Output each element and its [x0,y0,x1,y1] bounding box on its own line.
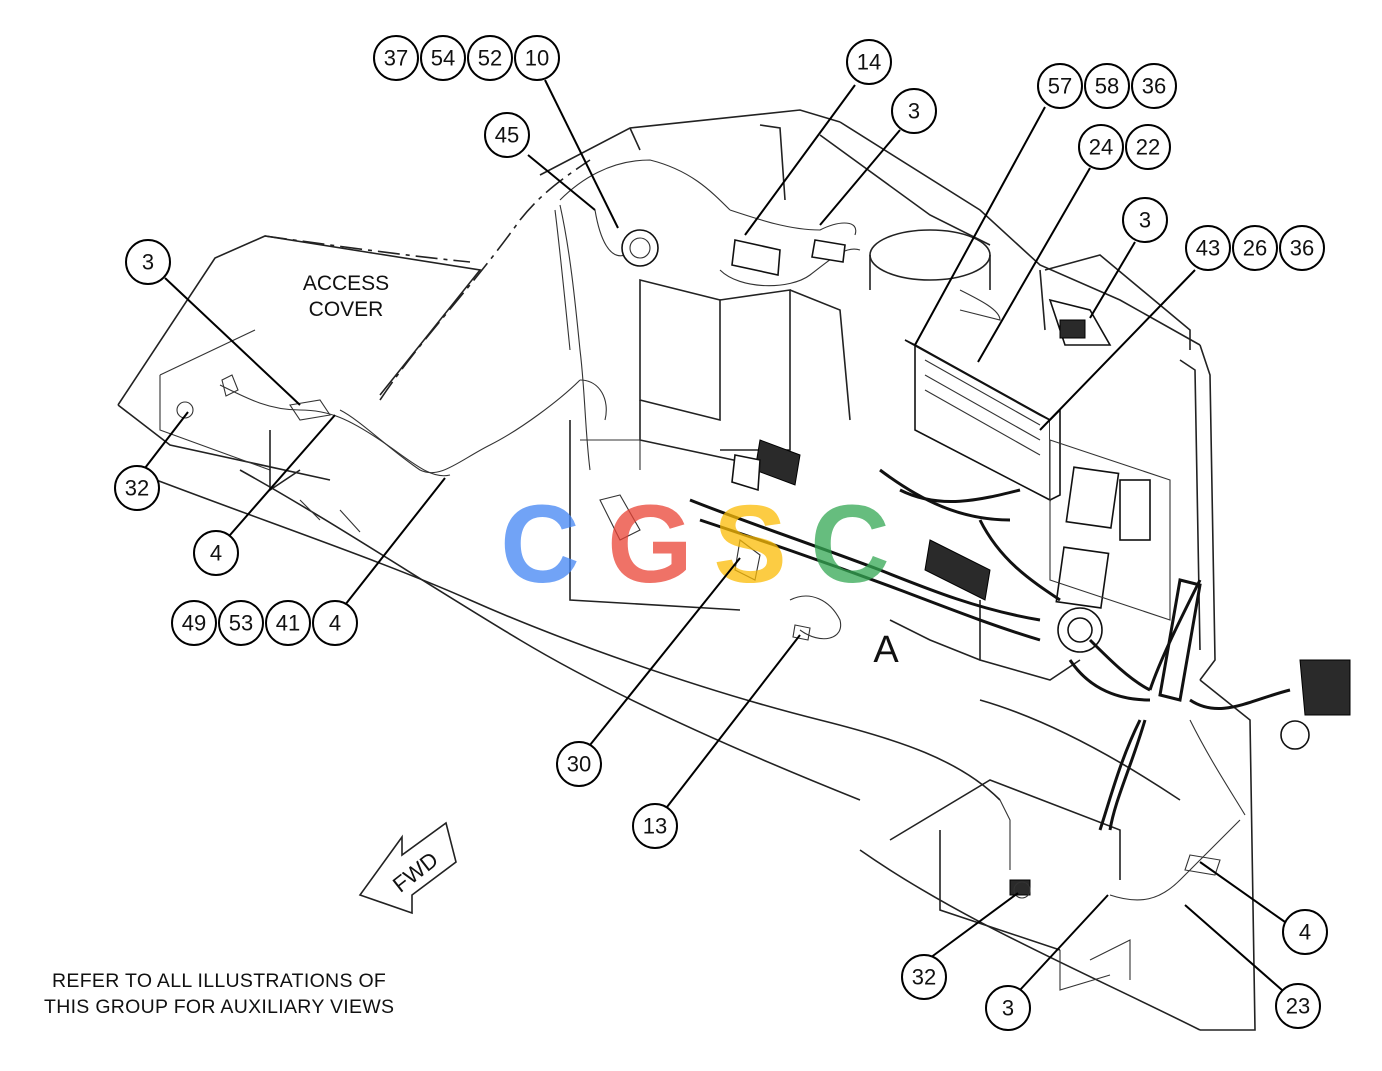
note-line-2: THIS GROUP FOR AUXILIARY VIEWS [44,996,394,1018]
callout-30: 30 [556,741,602,787]
watermark-logo: C G S C [500,483,889,606]
callout-number: 54 [431,46,455,71]
callout-number: 3 [1139,208,1151,233]
callout-3-bottom: 3 [985,985,1031,1031]
callout-58: 58 [1084,63,1130,109]
callout-number: 45 [495,123,519,148]
connector-center [731,439,991,601]
callout-26: 26 [1232,225,1278,271]
forward-arrow: FWD [358,821,457,915]
connector-top-right [1048,298,1112,346]
callout-number: 10 [525,46,549,71]
callout-number: 43 [1196,236,1220,261]
callout-14: 14 [846,39,892,85]
fuse-relay-block [1049,439,1171,621]
watermark-letter: C [500,483,579,606]
watermark-letter: C [810,483,889,606]
callout-number: 24 [1089,135,1113,160]
callout-57: 57 [1037,63,1083,109]
harness-top [559,159,861,287]
callout-number: 13 [643,814,667,839]
ecm-module [904,339,1061,502]
callout-22: 22 [1125,124,1171,170]
callout-number: 3 [908,99,920,124]
callout-4-left: 4 [193,530,239,576]
callout-number: 3 [1002,996,1014,1021]
watermark-letter: G [607,483,693,606]
callout-number: 37 [384,46,408,71]
harness-lower-center [599,494,842,641]
callout-32-bottom: 32 [901,954,947,1000]
access-cover-label-line1: ACCESS [303,272,389,295]
callout-53: 53 [218,600,264,646]
machine-structure [117,109,1256,1031]
callout-number: 49 [182,611,206,636]
callout-54: 54 [420,35,466,81]
leader-lines [144,79,1286,991]
callout-13: 13 [632,803,678,849]
callout-number: 22 [1136,135,1160,160]
callout-number: 23 [1286,994,1310,1019]
harness-components [176,159,1351,901]
callout-number: 52 [478,46,502,71]
note-line-1: REFER TO ALL ILLUSTRATIONS OF [52,970,386,992]
callout-number: 36 [1142,74,1166,99]
callout-number: 36 [1290,236,1314,261]
callout-52: 52 [467,35,513,81]
callout-number: 30 [567,752,591,777]
main-harness-bundle [689,468,1151,702]
callout-43: 43 [1185,225,1231,271]
callout-number: 58 [1095,74,1119,99]
callout-number: 53 [229,611,253,636]
harness-right-branch [1098,578,1351,901]
callout-36-top: 36 [1131,63,1177,109]
callout-3-left: 3 [125,239,171,285]
callout-4-mid: 4 [312,600,358,646]
callout-23: 23 [1275,983,1321,1029]
callout-number: 41 [276,611,300,636]
callout-number: 32 [125,476,149,501]
harness-left-branch [176,204,1031,899]
callout-37: 37 [373,35,419,81]
diagram-labels: ACCESS COVER A FWD REFER TO ALL ILLUSTRA… [44,272,899,1018]
callout-number: 3 [142,250,154,275]
callout-number: 4 [329,611,341,636]
callout-45: 45 [484,112,530,158]
callout-10: 10 [514,35,560,81]
callout-balloons: 37 54 52 10 14 45 3 57 58 36 24 22 3 43 … [114,35,1328,1031]
callout-41: 41 [265,600,311,646]
watermark-letter: S [713,483,786,606]
callout-32-left: 32 [114,465,160,511]
callout-number: 26 [1243,236,1267,261]
callout-3-right: 3 [1122,197,1168,243]
callout-number: 32 [912,965,936,990]
view-a-label: A [873,629,899,671]
callout-number: 57 [1048,74,1072,99]
callout-4-right: 4 [1282,909,1328,955]
access-cover-label-line2: COVER [309,298,384,321]
fwd-label: FWD [388,847,443,898]
callout-24: 24 [1078,124,1124,170]
callout-36-right: 36 [1279,225,1325,271]
callout-number: 14 [857,50,881,75]
callout-number: 4 [210,541,222,566]
callout-49: 49 [171,600,217,646]
callout-number: 4 [1299,920,1311,945]
callout-3-top: 3 [891,88,937,134]
